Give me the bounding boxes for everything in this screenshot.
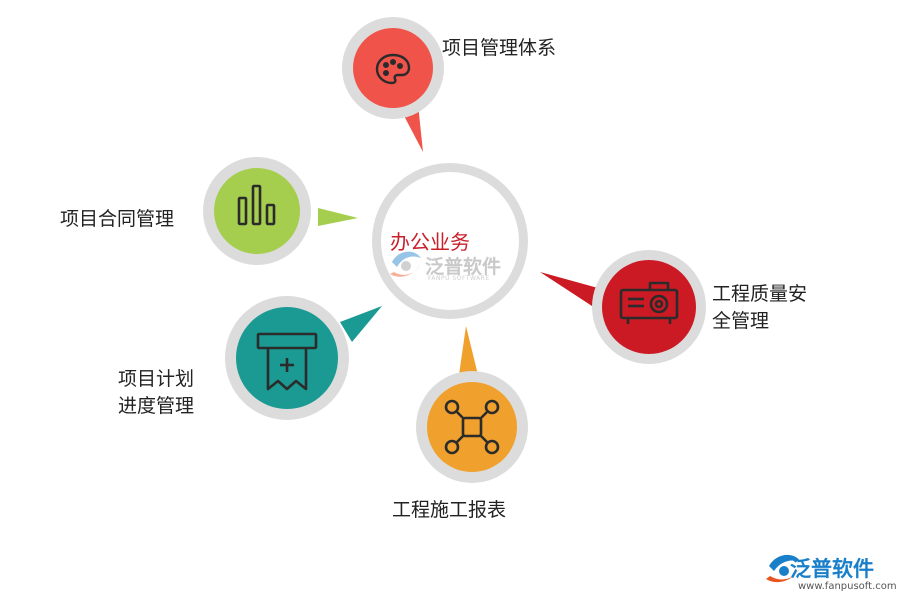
- label-line: 项目计划: [118, 368, 195, 390]
- node-circle-quality-safety: [602, 260, 696, 354]
- node-circle-project-system: [353, 28, 433, 108]
- label-line: 项目合同管理: [60, 208, 175, 230]
- label-construction-report: 工程施工报表: [392, 497, 506, 524]
- label-line: 进度管理: [118, 395, 195, 417]
- brand-url: www.fanpusoft.com: [798, 581, 897, 592]
- bar-chart-icon: [237, 184, 276, 226]
- label-line: 工程施工报表: [392, 499, 507, 521]
- brand-logo-icon: [766, 554, 801, 583]
- label-plan-progress: 项目计划 进度管理: [118, 366, 194, 420]
- brand-name: 泛普软件: [790, 557, 874, 581]
- node-circle-contract: [214, 168, 300, 254]
- label-quality-safety: 工程质量安 全管理: [712, 281, 807, 335]
- label-line: 全管理: [712, 310, 770, 332]
- receipt-icon: [256, 332, 318, 391]
- center-circle: [381, 172, 519, 310]
- pointer-quality-safety: [540, 272, 598, 306]
- watermark-sub: FANPU SOFTWARE: [428, 275, 490, 282]
- pointer-contract: [318, 208, 358, 226]
- label-line: 项目管理体系: [442, 37, 557, 59]
- center-title: 办公业务: [390, 230, 470, 254]
- label-line: 工程质量安: [712, 283, 808, 305]
- label-project-system: 项目管理体系: [442, 35, 556, 62]
- pointer-construction-report: [459, 326, 478, 375]
- drone-icon: [444, 399, 500, 455]
- projector-icon: [619, 281, 679, 324]
- node-circle-construction-report: [427, 382, 517, 472]
- watermark-logo-icon: [390, 251, 421, 277]
- palette-icon: [375, 53, 411, 85]
- label-contract: 项目合同管理: [60, 206, 174, 233]
- watermark-name: 泛普软件: [425, 256, 502, 278]
- pointer-plan-progress: [340, 306, 382, 342]
